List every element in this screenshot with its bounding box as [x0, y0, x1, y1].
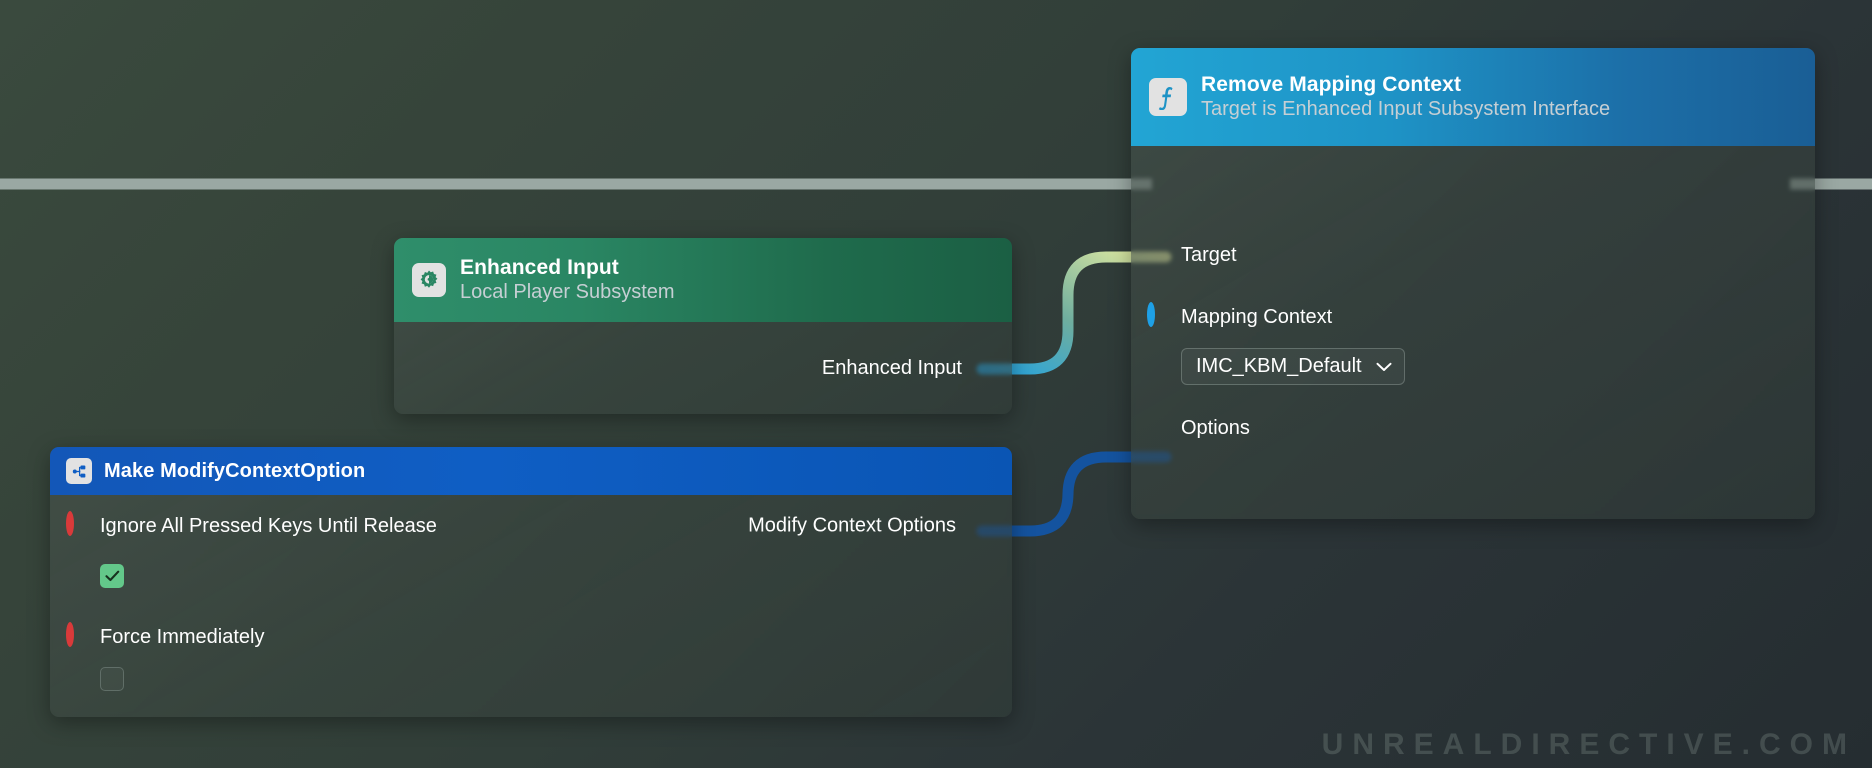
pin-row-options[interactable]: Options	[1131, 385, 1815, 471]
pin-dot-hollow-icon	[66, 622, 74, 647]
ignore-all-pressed-keys-pin[interactable]	[66, 511, 88, 537]
mapping-context-dropdown[interactable]: IMC_KBM_Default	[1181, 348, 1405, 385]
force-immediately-checkbox-wrap	[50, 667, 1012, 691]
ignore-all-pressed-keys-checkbox[interactable]	[100, 564, 124, 588]
pin-label-force-immediately: Force Immediately	[100, 625, 265, 648]
pin-label-modify-context-options: Modify Context Options	[748, 514, 956, 537]
node-content-enhanced-input: Enhanced Input	[394, 322, 1012, 414]
pin-group-ignore-all-pressed-keys: Ignore All Pressed Keys Until Release Mo…	[50, 495, 1012, 588]
pin-row-exec[interactable]	[1131, 146, 1815, 216]
pin-row-force-immediately[interactable]: Force Immediately	[50, 614, 1012, 660]
node-remove-mapping-context[interactable]: Remove Mapping Context Target is Enhance…	[1131, 48, 1815, 519]
force-immediately-checkbox[interactable]	[100, 667, 124, 691]
options-pin[interactable]	[1147, 417, 1169, 439]
pin-label-mapping-context: Mapping Context	[1181, 305, 1333, 328]
node-title: Make ModifyContextOption	[104, 459, 366, 482]
pin-dot-hollow-icon	[66, 511, 74, 536]
node-title: Enhanced Input	[460, 255, 619, 279]
pin-row-target[interactable]: Target	[1131, 216, 1815, 294]
node-title: Remove Mapping Context	[1201, 72, 1462, 96]
pin-group-force-immediately: Force Immediately	[50, 614, 1012, 691]
exec-out-pin[interactable]	[1777, 169, 1797, 193]
mapping-context-pin[interactable]	[1147, 302, 1169, 328]
function-f-icon	[1149, 78, 1187, 116]
node-subtitle: Local Player Subsystem	[460, 280, 675, 303]
node-content-make-modify-context-option: Ignore All Pressed Keys Until Release Mo…	[50, 495, 1012, 691]
node-title-group: Enhanced Input Local Player Subsystem	[460, 256, 675, 304]
pin-label-ignore-all-pressed-keys: Ignore All Pressed Keys Until Release	[100, 514, 437, 537]
pin-dot-hollow-icon	[1147, 302, 1155, 327]
pin-row-ignore-all-pressed-keys[interactable]: Ignore All Pressed Keys Until Release Mo…	[50, 495, 1012, 557]
node-title-group: Remove Mapping Context Target is Enhance…	[1201, 73, 1610, 121]
node-header-remove-mapping-context[interactable]: Remove Mapping Context Target is Enhance…	[1131, 48, 1815, 146]
check-icon	[104, 570, 119, 582]
pin-row-mapping-context[interactable]: Mapping Context	[1131, 294, 1815, 340]
modify-context-options-pin[interactable]	[972, 515, 994, 537]
node-make-modify-context-option[interactable]: Make ModifyContextOption Ignore All Pres…	[50, 447, 1012, 717]
target-pin[interactable]	[1147, 244, 1169, 266]
node-header-make-modify-context-option[interactable]: Make ModifyContextOption	[50, 447, 1012, 495]
gear-icon	[412, 263, 446, 297]
pin-label-target: Target	[1181, 243, 1237, 266]
pin-label-options: Options	[1181, 416, 1250, 439]
pin-label-enhanced-input-output: Enhanced Input	[821, 356, 962, 379]
node-content-remove-mapping-context: Target Mapping Context IMC_KBM_Default	[1131, 146, 1815, 471]
chevron-down-icon	[1376, 362, 1392, 371]
pin-row-enhanced-input-output[interactable]: Enhanced Input	[394, 322, 1012, 414]
force-immediately-pin[interactable]	[66, 622, 88, 648]
ignore-all-pressed-keys-checkbox-wrap	[50, 564, 1012, 588]
node-header-enhanced-input[interactable]: Enhanced Input Local Player Subsystem	[394, 238, 1012, 322]
node-enhanced-input[interactable]: Enhanced Input Local Player Subsystem En…	[394, 238, 1012, 414]
mapping-context-value: IMC_KBM_Default	[1196, 355, 1362, 377]
pin-group-mapping-context: Mapping Context IMC_KBM_Default	[1131, 294, 1815, 385]
exec-in-pin[interactable]	[1151, 169, 1171, 193]
make-struct-icon	[66, 458, 92, 484]
enhanced-input-output-pin[interactable]	[974, 357, 996, 379]
node-subtitle: Target is Enhanced Input Subsystem Inter…	[1201, 97, 1611, 120]
watermark: UNREALDIRECTIVE.COM	[1321, 728, 1856, 761]
